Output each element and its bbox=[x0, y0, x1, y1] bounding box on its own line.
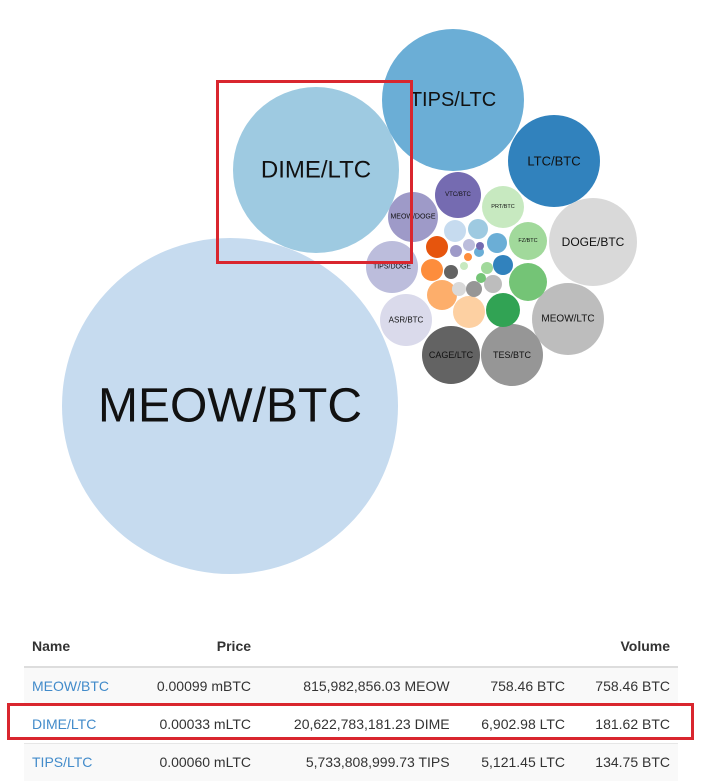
bubble-label: TES/BTC bbox=[493, 350, 532, 360]
price-cell: 0.00099 mBTC bbox=[132, 667, 259, 706]
bubble-label: MEOW/DOGE bbox=[390, 214, 435, 221]
bubble-label: DIME/LTC bbox=[261, 157, 371, 184]
table-header-row: Name Price Volume bbox=[24, 628, 678, 667]
supply-cell: 5,733,808,999.73 TIPS bbox=[259, 744, 458, 781]
header-volume-native bbox=[458, 628, 573, 667]
supply-cell: 20,622,783,181.23 DIME bbox=[259, 706, 458, 744]
market-name-cell: TIPS/LTC bbox=[24, 744, 132, 781]
bubble-label: CAGE/LTC bbox=[429, 350, 474, 360]
header-supply bbox=[259, 628, 458, 667]
table-row: DIME/LTC 0.00033 mLTC 20,622,783,181.23 … bbox=[24, 706, 678, 744]
market-link[interactable]: MEOW/BTC bbox=[32, 678, 109, 694]
bubble-label: ASR/BTC bbox=[389, 316, 424, 325]
market-bubble[interactable] bbox=[464, 253, 472, 261]
bubble-label: LTC/BTC bbox=[527, 154, 580, 169]
market-bubble[interactable] bbox=[444, 265, 458, 279]
bubble-chart: MEOW/BTC DIME/LTC TIPS/LTC LTC/BTC DOGE/BTC M… bbox=[0, 0, 723, 600]
volume-btc-cell: 134.75 BTC bbox=[573, 744, 678, 781]
market-bubble[interactable] bbox=[453, 296, 485, 328]
markets-table: Name Price Volume MEOW/BTC 0.00099 mBTC … bbox=[24, 628, 678, 781]
header-name[interactable]: Name bbox=[24, 628, 132, 667]
market-bubble[interactable] bbox=[421, 259, 443, 281]
market-bubble[interactable] bbox=[481, 262, 493, 274]
market-bubble[interactable] bbox=[460, 262, 468, 270]
table-row: MEOW/BTC 0.00099 mBTC 815,982,856.03 MEO… bbox=[24, 667, 678, 706]
market-name-cell: DIME/LTC bbox=[24, 706, 132, 744]
volume-native-cell: 5,121.45 LTC bbox=[458, 744, 573, 781]
bubble-label: FZ/BTC bbox=[518, 238, 537, 244]
market-bubble[interactable] bbox=[427, 280, 457, 310]
volume-btc-cell: 181.62 BTC bbox=[573, 706, 678, 744]
market-name-cell: MEOW/BTC bbox=[24, 667, 132, 706]
bubble-label: MEOW/BTC bbox=[98, 380, 362, 433]
price-cell: 0.00033 mLTC bbox=[132, 706, 259, 744]
market-link[interactable]: DIME/LTC bbox=[32, 716, 96, 732]
bubble-label: MEOW/LTC bbox=[541, 314, 594, 325]
header-volume[interactable]: Volume bbox=[573, 628, 678, 667]
market-bubble[interactable] bbox=[450, 245, 462, 257]
market-bubble[interactable] bbox=[476, 273, 486, 283]
market-bubble[interactable] bbox=[466, 281, 482, 297]
bubble-label: TIPS/DOGE bbox=[373, 264, 411, 271]
bubble-label: PRT/BTC bbox=[491, 204, 514, 210]
bubble-label: TIPS/LTC bbox=[410, 89, 496, 111]
market-bubble[interactable] bbox=[493, 255, 513, 275]
market-bubble[interactable] bbox=[452, 282, 466, 296]
market-bubble[interactable] bbox=[509, 263, 547, 301]
bubble-label: DOGE/BTC bbox=[562, 235, 625, 249]
header-price[interactable]: Price bbox=[132, 628, 259, 667]
table-row: TIPS/LTC 0.00060 mLTC 5,733,808,999.73 T… bbox=[24, 744, 678, 781]
market-bubble[interactable] bbox=[426, 236, 448, 258]
market-bubble[interactable] bbox=[484, 275, 502, 293]
volume-btc-cell: 758.46 BTC bbox=[573, 667, 678, 706]
volume-native-cell: 758.46 BTC bbox=[458, 667, 573, 706]
volume-native-cell: 6,902.98 LTC bbox=[458, 706, 573, 744]
market-bubble[interactable] bbox=[487, 233, 507, 253]
market-link[interactable]: TIPS/LTC bbox=[32, 754, 92, 770]
price-cell: 0.00060 mLTC bbox=[132, 744, 259, 781]
market-bubble[interactable] bbox=[463, 239, 475, 251]
markets-table-container: Name Price Volume MEOW/BTC 0.00099 mBTC … bbox=[24, 628, 678, 781]
market-bubble[interactable] bbox=[476, 242, 484, 250]
bubble-label: VTC/BTC bbox=[445, 192, 471, 198]
supply-cell: 815,982,856.03 MEOW bbox=[259, 667, 458, 706]
market-bubble[interactable] bbox=[486, 293, 520, 327]
market-bubble[interactable] bbox=[444, 220, 466, 242]
market-bubble[interactable] bbox=[468, 219, 488, 239]
